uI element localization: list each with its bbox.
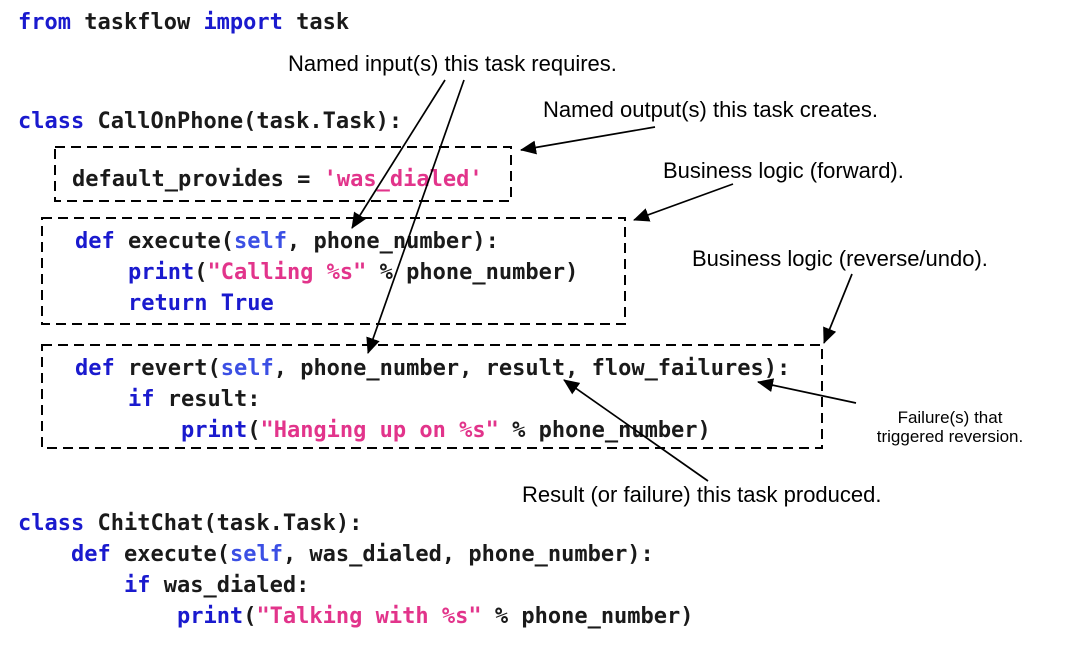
arrow-outputs-to-provides-box (520, 126, 656, 155)
code-line: if result: (127, 387, 261, 412)
code-line: def revert(self, phone_number, result, f… (75, 356, 791, 381)
code-line: class ChitChat(task.Task): (18, 511, 363, 536)
code-execute-method: def execute(self, phone_number): print("… (75, 226, 578, 319)
label-named-inputs: Named input(s) this task requires. (288, 51, 617, 76)
code-line: return True (127, 291, 274, 316)
label-result: Result (or failure) this task produced. (522, 482, 882, 507)
label-business-forward: Business logic (forward). (663, 158, 904, 183)
code-line: if was_dialed: (123, 573, 310, 598)
code-line: class CallOnPhone(task.Task): (18, 109, 403, 134)
code-line: def execute(self, phone_number): (75, 229, 499, 254)
code-class-chitchat: class ChitChat(task.Task): def execute(s… (18, 508, 694, 632)
arrow-forward-to-execute-box (633, 183, 734, 222)
code-line: print("Calling %s" % phone_number) (127, 260, 579, 285)
code-default-provides: default_provides = 'was_dialed' (72, 164, 483, 195)
code-line: default_provides = 'was_dialed' (72, 167, 483, 192)
label-business-reverse: Business logic (reverse/undo). (692, 246, 988, 271)
code-line: print("Hanging up on %s" % phone_number) (180, 418, 711, 443)
arrow-reverse-to-revert-box (823, 273, 853, 344)
label-named-outputs: Named output(s) this task creates. (543, 97, 879, 122)
code-import: from taskflow import task (18, 7, 349, 38)
code-line: def execute(self, was_dialed, phone_numb… (70, 542, 654, 567)
code-line: from taskflow import task (18, 10, 350, 35)
code-class-callonphone: class CallOnPhone(task.Task): (18, 106, 402, 137)
code-revert-method: def revert(self, phone_number, result, f… (75, 353, 790, 446)
arrow-inputs-to-execute (351, 79, 446, 229)
code-line: print("Talking with %s" % phone_number) (176, 604, 694, 629)
